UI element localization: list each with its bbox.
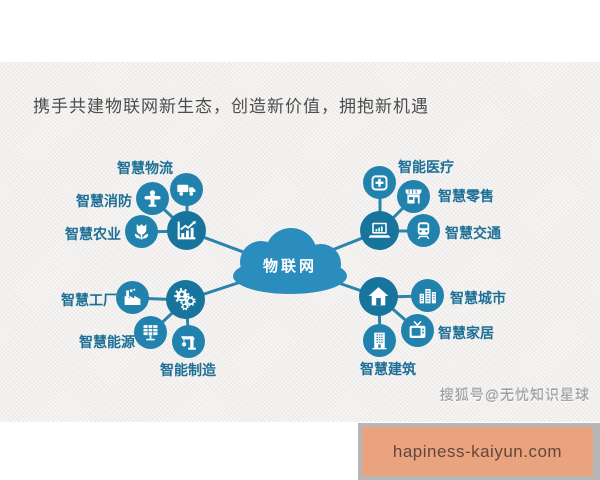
node-fire: [136, 182, 169, 215]
truck-icon: [177, 184, 196, 196]
label-city: 智慧城市: [450, 290, 506, 306]
node-agriculture: [125, 215, 158, 248]
node-logistics: [170, 173, 203, 206]
label-transport: 智慧交通: [445, 225, 501, 241]
slide-title: 携手共建物联网新生态，创造新价值，拥抱新机遇: [33, 97, 429, 116]
label-retail: 智慧零售: [438, 188, 494, 204]
footer-url: hapiness-kaiyun.com: [392, 441, 563, 461]
hub-living: [359, 277, 398, 316]
node-manufacturing: [172, 325, 205, 358]
storefront-icon: [405, 189, 422, 204]
factory-icon: [124, 288, 141, 305]
label-energy: 智慧能源: [79, 334, 135, 350]
label-manufacturing: 智能制造: [160, 362, 216, 378]
solar-panel-icon: [143, 325, 158, 341]
hub-analytics: [167, 211, 206, 250]
robot-arm-icon: [181, 336, 196, 350]
iot-cloud: [233, 228, 347, 294]
office-building-icon: [372, 332, 387, 350]
label-home: 智慧家居: [438, 325, 494, 341]
bar-chart-icon: [177, 220, 196, 240]
label-healthcare: 智能医疗: [398, 159, 454, 175]
tulip-icon: [134, 224, 149, 240]
laptop-chart-icon: [368, 222, 391, 238]
node-home: [401, 314, 434, 347]
house-icon: [368, 287, 389, 306]
node-healthcare: [363, 166, 396, 199]
label-logistics: 智慧物流: [117, 160, 173, 176]
node-city: [411, 279, 444, 312]
hub-industry: [166, 280, 205, 319]
gears-icon: [174, 288, 196, 311]
tv-icon: [409, 320, 426, 338]
label-factory: 智慧工厂: [61, 292, 117, 308]
fire-hydrant-icon: [144, 190, 161, 207]
node-energy: [134, 316, 167, 349]
city-buildings-icon: [419, 288, 436, 304]
node-factory: [116, 281, 149, 314]
footer-banner: hapiness-kaiyun.com: [358, 423, 600, 480]
node-retail: [397, 180, 430, 213]
watermark: 搜狐号@无忧知识星球: [439, 387, 590, 403]
node-building: [363, 324, 396, 357]
iot-cloud-label: 物联网: [262, 258, 317, 275]
footer-banner-inner: hapiness-kaiyun.com: [362, 427, 593, 476]
medical-kit-icon: [371, 175, 388, 191]
label-agriculture: 智慧农业: [65, 226, 121, 242]
train-icon: [417, 222, 430, 240]
hub-computing: [360, 211, 399, 250]
node-transport: [407, 214, 440, 247]
label-building: 智慧建筑: [360, 361, 416, 377]
label-fire: 智慧消防: [76, 193, 132, 209]
